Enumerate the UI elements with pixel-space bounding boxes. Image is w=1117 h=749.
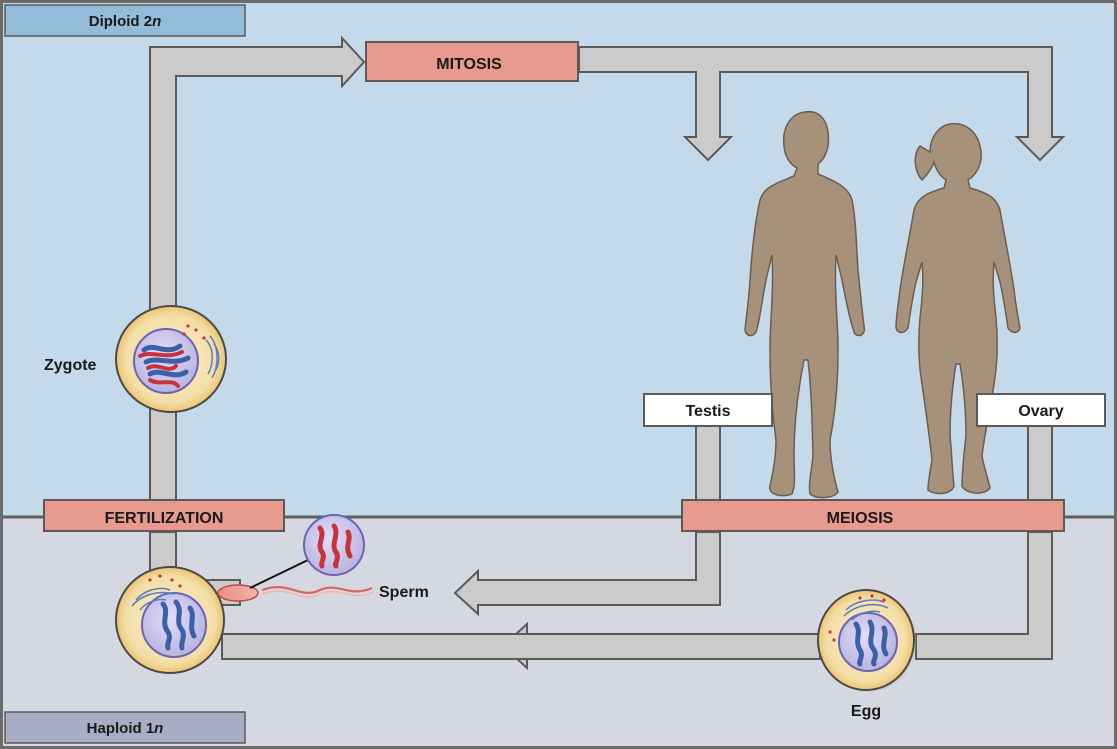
- diploid-label: Diploid 2n: [89, 13, 162, 30]
- haploid-cell-icon: [115, 566, 225, 674]
- fertilization-label: FERTILIZATION: [105, 510, 224, 527]
- arrow-meiosis-to-sperm: [453, 531, 721, 617]
- testis-box: [643, 393, 773, 427]
- fertilization-box: [43, 499, 285, 532]
- meiosis-label: MEIOSIS: [827, 510, 894, 527]
- egg-cell-icon: [817, 589, 916, 692]
- mitosis-box: [365, 41, 579, 82]
- arrow-fertilization-cell: [149, 531, 177, 573]
- arrow-ovary-meiosis: [1027, 425, 1053, 501]
- testis-label: Testis: [685, 403, 730, 420]
- zygote-cell-icon: [115, 305, 227, 413]
- sperm-label: Sperm: [379, 584, 429, 601]
- arrow-testis-meiosis: [695, 425, 721, 501]
- egg-label: Egg: [851, 703, 881, 720]
- arrow-to-mitosis: [149, 35, 366, 504]
- meiosis-box: [681, 499, 1065, 532]
- arrow-mitosis-to-adults: [578, 46, 1066, 162]
- male-body-icon: [744, 110, 866, 499]
- arrow-egg-to-cell-tail: [221, 633, 527, 660]
- mitosis-label: MITOSIS: [436, 56, 502, 73]
- cycle-arrows: [149, 35, 1066, 671]
- ovary-label: Ovary: [1018, 403, 1063, 420]
- haploid-label: Haploid 1n: [87, 720, 164, 737]
- sperm-icon: [217, 514, 375, 602]
- ovary-box: [976, 393, 1106, 427]
- diploid-label-box: [4, 4, 246, 37]
- haploid-label-box: [4, 711, 246, 744]
- zygote-label: Zygote: [44, 357, 97, 374]
